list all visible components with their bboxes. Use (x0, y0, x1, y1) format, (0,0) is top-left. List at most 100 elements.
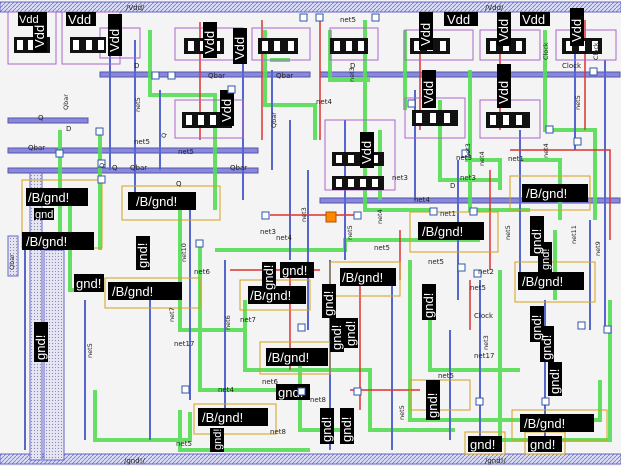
svg-text:Qbar: Qbar (8, 254, 16, 270)
gnd-label: gnd! (261, 265, 276, 290)
svg-text:net5: net5 (134, 138, 150, 146)
gnd-label: gnd! (339, 417, 354, 442)
b-gnd-label: /B/gnd! (526, 186, 567, 201)
svg-text:net5: net5 (438, 372, 454, 380)
b-gnd-label: /B/gnd! (268, 350, 309, 365)
gnd-label: gnd! (530, 437, 555, 452)
gnd-label: gnd! (319, 417, 334, 442)
svg-text:Clock: Clock (542, 42, 550, 60)
vdd-label: Vdd (202, 31, 217, 54)
svg-text:net5: net5 (574, 95, 582, 110)
vdd-labels (18, 8, 584, 168)
vdd-label: Vdd (496, 19, 511, 42)
svg-text:net5: net5 (340, 16, 356, 24)
b-gnd-label: /B/gnd! (28, 190, 69, 205)
svg-text:D: D (66, 125, 71, 133)
via-selected[interactable] (325, 211, 337, 223)
svg-text:Qbar: Qbar (130, 164, 147, 172)
vias[interactable] (55, 13, 612, 406)
svg-text:Clock: Clock (474, 312, 494, 320)
vdd-label: Vdd (569, 19, 584, 42)
svg-text:net5: net5 (346, 225, 354, 240)
svg-text:net4: net4 (218, 386, 234, 394)
svg-text:net5: net5 (398, 405, 406, 420)
b-gnd-label: /B/gnd! (112, 284, 153, 299)
vdd-label: Vdd (232, 37, 247, 60)
gnd-label: gnd! (212, 429, 224, 450)
vdd-label: Vdd (107, 29, 122, 52)
gnd-label: gnd! (135, 243, 150, 268)
svg-text:net11: net11 (570, 225, 578, 244)
svg-text:Qbar: Qbar (62, 94, 70, 110)
svg-text:Qbar: Qbar (208, 72, 225, 80)
b-gnd-label-boxes (22, 184, 594, 432)
gnd-label: gnd! (321, 291, 336, 316)
b-gnd-label: /B/gnd! (524, 416, 565, 431)
gnd-label: gnd! (547, 369, 562, 394)
svg-text:net5: net5 (374, 244, 390, 252)
gnd-rail-label: /gnd!/ (124, 457, 145, 465)
svg-text:net4: net4 (414, 196, 430, 204)
gnd-label: gnd! (33, 335, 48, 360)
svg-text:net3: net3 (392, 174, 408, 182)
svg-text:net6: net6 (224, 315, 232, 330)
svg-text:Q: Q (112, 164, 118, 172)
b-gnd-label: /B/gnd! (202, 410, 243, 425)
vdd-label: Vdd (359, 141, 374, 164)
svg-text:net3: net3 (300, 207, 308, 222)
vdd-label: Vdd (496, 81, 511, 104)
gnd-label: gnd! (329, 325, 344, 350)
gnd-label: gnd! (278, 385, 303, 400)
gnd-label-boxes (34, 208, 562, 452)
gnd-rail-label-2: /gnd!/ (485, 457, 506, 465)
svg-text:D: D (134, 62, 139, 70)
svg-text:Qbar: Qbar (276, 72, 293, 80)
vdd-label: Vdd (522, 12, 545, 27)
svg-text:net9: net9 (594, 241, 602, 256)
gnd-rail[interactable] (0, 453, 621, 465)
vdd-label: Vdd (447, 12, 470, 27)
gnd-label: gnd! (539, 335, 554, 360)
svg-text:net3: net3 (456, 154, 472, 162)
metal-wire[interactable] (7, 167, 259, 174)
metal-wire[interactable] (99, 71, 311, 78)
vdd-rail[interactable] (0, 1, 621, 13)
svg-text:Qbar: Qbar (230, 164, 247, 172)
metal2-routing[interactable] (58, 20, 612, 452)
gnd-label: gnd! (282, 263, 307, 278)
svg-text:net3: net3 (482, 335, 490, 350)
svg-text:net5: net5 (470, 284, 486, 292)
vdd-rail-label-2: /Vdd/ (485, 4, 504, 12)
vdd-label: Vdd (219, 99, 234, 122)
metal-wire[interactable] (7, 117, 89, 124)
vertical-net-labels: Qbar Qbar Qbar Q Q net5 net5 net3 net3 n… (8, 42, 602, 420)
svg-text:net5: net5 (504, 225, 512, 240)
svg-text:net5: net5 (178, 148, 194, 156)
b-gnd-label: /B/gnd! (136, 194, 177, 209)
svg-text:net4: net4 (542, 143, 550, 158)
svg-text:net5: net5 (86, 343, 94, 358)
vdd-label: Vdd (19, 14, 39, 26)
gnd-label: gnd! (470, 437, 495, 452)
svg-text:net7: net7 (168, 307, 176, 322)
vdd-rail-label: /Vdd/ (126, 4, 145, 12)
vdd-label: Vdd (68, 12, 91, 27)
gnd-label: gnd! (529, 229, 544, 254)
metal1-routing[interactable] (24, 20, 606, 450)
svg-text:Q: Q (98, 163, 106, 168)
svg-text:Clock: Clock (592, 42, 600, 60)
gnd-label: gnd! (540, 249, 552, 270)
net-labels: D D D D Qbar Qbar Qbar Qbar Qbar Q Q Q C… (28, 16, 582, 448)
svg-text:Q: Q (38, 114, 44, 122)
metal-bus[interactable] (7, 235, 19, 277)
vdd-label: Vdd (421, 81, 436, 104)
b-gnd-label: /B/gnd! (522, 274, 563, 289)
metal-wire[interactable] (7, 147, 259, 154)
svg-text:net5: net5 (428, 258, 444, 266)
gnd-label: gnd! (529, 315, 544, 340)
gnd-label: gnd! (425, 393, 440, 418)
svg-text:net3: net3 (460, 174, 476, 182)
svg-text:net7: net7 (240, 316, 256, 324)
